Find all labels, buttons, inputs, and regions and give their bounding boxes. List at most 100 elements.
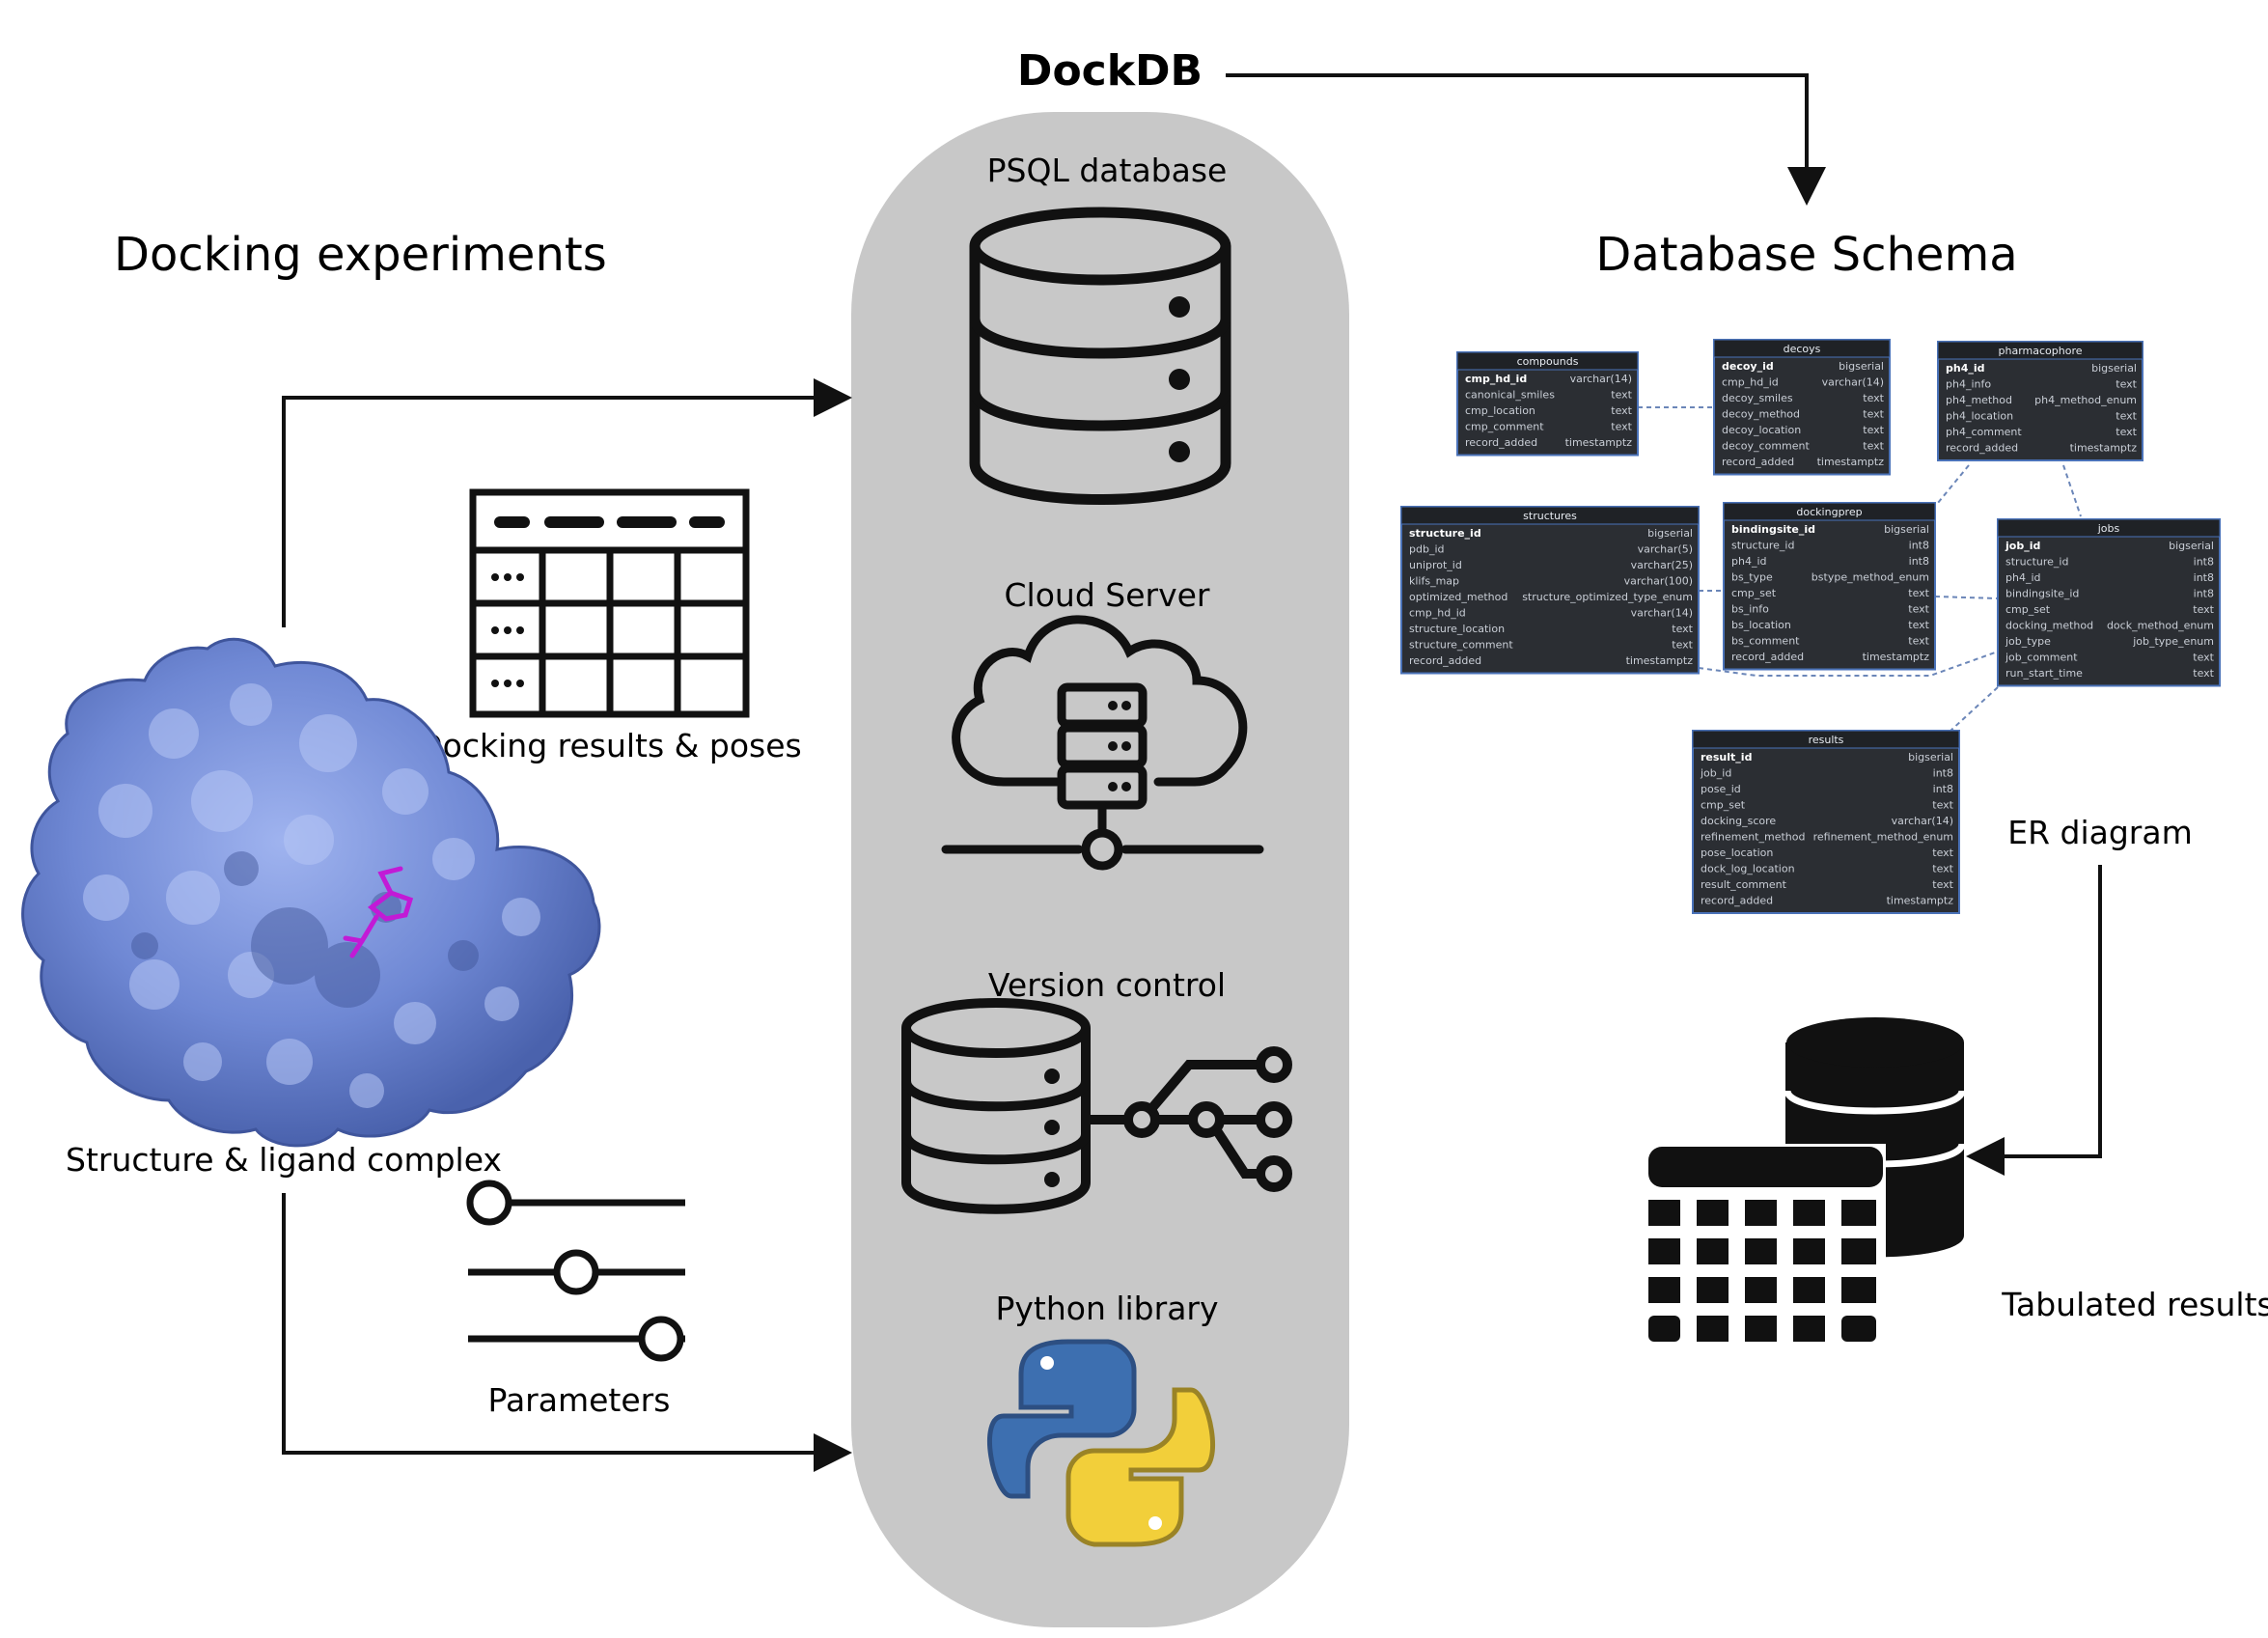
er-table-title: decoys bbox=[1784, 343, 1821, 355]
er-column-name: job_id bbox=[2005, 540, 2040, 552]
er-column-type: int8 bbox=[1909, 555, 1929, 568]
er-column-name: ph4_id bbox=[2005, 571, 2041, 584]
er-column-name: decoy_method bbox=[1722, 408, 1800, 421]
er-column-name: docking_score bbox=[1701, 815, 1776, 827]
er-column-type: text bbox=[1908, 587, 1929, 599]
er-column-type: int8 bbox=[1933, 783, 1953, 795]
er-column-name: bs_type bbox=[1731, 571, 1773, 584]
er-column-name: decoy_location bbox=[1722, 424, 1801, 436]
er-column-name: decoy_comment bbox=[1722, 440, 1810, 453]
er-column-name: result_comment bbox=[1701, 878, 1787, 891]
er-column-type: text bbox=[1908, 603, 1929, 616]
er-column-type: ph4_method_enum bbox=[2034, 394, 2137, 406]
er-column-type: text bbox=[1863, 440, 1884, 453]
er-column-type: job_type_enum bbox=[2132, 635, 2214, 648]
er-column-name: pose_location bbox=[1701, 847, 1773, 859]
psql-label: PSQL database bbox=[987, 152, 1228, 189]
er-column-type: timestamptz bbox=[1565, 436, 1633, 449]
er-column-type: varchar(14) bbox=[1570, 373, 1632, 385]
er-table-title: jobs bbox=[2097, 522, 2120, 535]
er-column-type: text bbox=[1932, 863, 1953, 875]
er-column-type: refinement_method_enum bbox=[1813, 831, 1953, 844]
er-column-name: ph4_location bbox=[1946, 410, 2013, 423]
er-column-type: timestamptz bbox=[1887, 895, 1954, 907]
er-column-type: text bbox=[1863, 424, 1884, 436]
er-column-type: text bbox=[2116, 378, 2137, 391]
er-column-name: optimized_method bbox=[1409, 591, 1507, 603]
bottom-feed-arrow bbox=[282, 1193, 852, 1472]
er-column-type: text bbox=[1908, 619, 1929, 631]
er-column-name: uniprot_id bbox=[1409, 559, 1462, 571]
er-column-name: cmp_hd_id bbox=[1722, 376, 1779, 389]
er-column-name: decoy_id bbox=[1722, 360, 1774, 373]
er-table-title: results bbox=[1809, 734, 1844, 746]
er-column-type: varchar(25) bbox=[1631, 559, 1693, 571]
er-column-name: docking_method bbox=[2005, 620, 2093, 632]
er-column-name: decoy_smiles bbox=[1722, 392, 1793, 404]
er-column-name: cmp_location bbox=[1465, 404, 1535, 417]
er-column-type: bigserial bbox=[1647, 527, 1693, 540]
er-column-name: cmp_comment bbox=[1465, 421, 1544, 433]
cloud-server-icon bbox=[941, 615, 1264, 871]
version-control-icon bbox=[901, 998, 1292, 1214]
er-column-type: text bbox=[2193, 652, 2214, 664]
er-column-type: text bbox=[1908, 635, 1929, 648]
er-column-name: structure_location bbox=[1409, 623, 1505, 635]
er-column-type: text bbox=[1932, 878, 1953, 891]
results-table-icon bbox=[469, 488, 750, 718]
er-column-name: record_added bbox=[1722, 456, 1794, 468]
er-column-name: record_added bbox=[1409, 654, 1481, 667]
er-column-name: record_added bbox=[1946, 442, 2018, 455]
protein-structure-image bbox=[21, 637, 601, 1148]
er-column-type: timestamptz bbox=[1817, 456, 1885, 468]
parameters-label: Parameters bbox=[488, 1381, 671, 1419]
er-column-type: bigserial bbox=[1908, 751, 1953, 763]
er-column-type: int8 bbox=[2194, 571, 2214, 584]
er-column-type: int8 bbox=[2194, 556, 2214, 569]
python-label: Python library bbox=[995, 1290, 1218, 1327]
tabulated-results-icon bbox=[1645, 1017, 1966, 1346]
er-column-type: text bbox=[1863, 408, 1884, 421]
cloud-label: Cloud Server bbox=[1005, 576, 1210, 614]
er-column-type: varchar(100) bbox=[1624, 575, 1693, 588]
er-column-type: int8 bbox=[2194, 588, 2214, 600]
er-column-type: bstype_method_enum bbox=[1812, 571, 1929, 584]
er-table-title: structures bbox=[1523, 510, 1577, 522]
er-column-name: record_added bbox=[1731, 651, 1804, 663]
er-column-type: text bbox=[1672, 623, 1693, 635]
er-column-type: bigserial bbox=[1839, 360, 1884, 373]
parameters-slider-icon bbox=[466, 1180, 685, 1362]
er-column-name: cmp_hd_id bbox=[1409, 607, 1466, 620]
er-column-name: cmp_set bbox=[1731, 587, 1777, 599]
er-column-type: text bbox=[1672, 639, 1693, 652]
er-to-tab-arrow bbox=[1966, 865, 2102, 1176]
er-column-name: bs_info bbox=[1731, 603, 1769, 616]
er-column-name: cmp_set bbox=[2005, 603, 2051, 616]
er-column-name: job_type bbox=[2005, 635, 2051, 648]
er-column-name: dock_log_location bbox=[1701, 863, 1795, 875]
er-column-type: text bbox=[1611, 389, 1632, 402]
er-column-type: text bbox=[2116, 410, 2137, 423]
er-column-name: ph4_info bbox=[1946, 378, 1991, 391]
er-column-type: varchar(14) bbox=[1892, 815, 1953, 827]
version-control-label: Version control bbox=[988, 966, 1226, 1004]
er-column-type: timestamptz bbox=[2070, 442, 2138, 455]
er-column-type: varchar(5) bbox=[1638, 543, 1693, 556]
er-column-name: job_comment bbox=[2005, 652, 2078, 664]
er-column-type: bigserial bbox=[2091, 362, 2137, 375]
er-column-name: bs_comment bbox=[1731, 635, 1800, 648]
er-label: ER diagram bbox=[2007, 814, 2193, 851]
er-column-type: dock_method_enum bbox=[2107, 620, 2214, 632]
er-column-name: job_id bbox=[1700, 767, 1731, 780]
er-column-type: text bbox=[2193, 603, 2214, 616]
er-column-name: pose_id bbox=[1701, 783, 1741, 795]
schema-title: Database Schema bbox=[1595, 228, 2017, 282]
er-column-name: cmp_set bbox=[1701, 799, 1746, 812]
dockdb-title: DockDB bbox=[1017, 46, 1203, 96]
